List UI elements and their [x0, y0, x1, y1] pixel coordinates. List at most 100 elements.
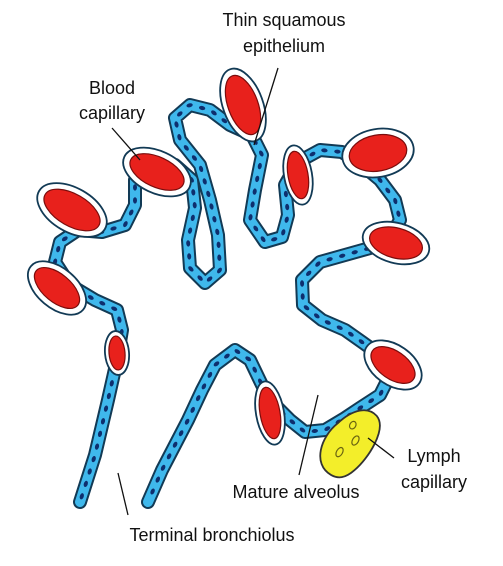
- nucleus-icon: [213, 361, 220, 367]
- nucleus-icon: [61, 236, 68, 242]
- label-lymph-capillary: capillary: [401, 472, 467, 492]
- nucleus-icon: [385, 187, 391, 194]
- nucleus-icon: [300, 293, 305, 300]
- nucleus-icon: [155, 476, 161, 483]
- nucleus-icon: [257, 162, 262, 170]
- blood-capillaries: [27, 67, 431, 446]
- nucleus-icon: [285, 203, 290, 211]
- nucleus-icon: [198, 105, 206, 111]
- nucleus-icon: [83, 480, 88, 488]
- label-thin-squamous-epithelium: epithelium: [243, 36, 325, 56]
- nucleus-icon: [250, 201, 255, 208]
- nucleus-icon: [224, 353, 230, 359]
- nucleus-icon: [198, 165, 204, 173]
- nucleus-icon: [311, 428, 318, 434]
- nucleus-icon: [348, 331, 354, 337]
- label-mature-alveolus: Mature alveolus: [232, 482, 359, 502]
- nucleus-icon: [188, 227, 193, 234]
- blood-capillary: [27, 260, 87, 316]
- nucleus-icon: [191, 155, 197, 161]
- nucleus-icon: [215, 228, 220, 236]
- nucleus-icon: [393, 197, 398, 205]
- nucleus-icon: [188, 266, 194, 272]
- red-blood-cell: [348, 133, 408, 173]
- nucleus-icon: [396, 210, 401, 217]
- red-blood-cell: [370, 346, 416, 384]
- nucleus-icon: [212, 216, 217, 223]
- nucleus-icon: [106, 392, 111, 400]
- nucleus-icon: [207, 371, 213, 378]
- label-terminal-bronchiolus: Terminal bronchiolus: [129, 525, 294, 545]
- nucleus-icon: [378, 389, 384, 396]
- blood-capillary: [36, 182, 108, 238]
- nucleus-icon: [326, 257, 333, 262]
- nucleus-icon: [253, 225, 259, 232]
- lymph-capillary-icon: [319, 409, 381, 479]
- nucleus-icon: [368, 398, 375, 404]
- nucleus-icon: [197, 275, 203, 281]
- nucleus-icon: [271, 237, 278, 242]
- nucleus-icon: [190, 214, 195, 222]
- blood-capillary: [361, 220, 431, 266]
- nucleus-icon: [202, 178, 207, 185]
- nucleus-icon: [191, 189, 196, 196]
- red-blood-cell: [286, 150, 310, 200]
- lymph-cell: [348, 420, 357, 430]
- blood-capillary: [103, 330, 131, 376]
- nucleus-icon: [217, 267, 222, 274]
- nucleus-icon: [252, 366, 257, 373]
- nucleus-icon: [377, 177, 383, 183]
- nucleus-icon: [313, 313, 320, 319]
- leader-line-lymph-capillary: [367, 437, 395, 459]
- nucleus-icon: [283, 190, 288, 198]
- nucleus-icon: [324, 426, 331, 431]
- leader-line-blood-capillary: [111, 127, 141, 161]
- nucleus-icon: [133, 197, 137, 204]
- nucleus-icon: [339, 253, 346, 258]
- nucleus-icon: [79, 493, 84, 500]
- nucleus-icon: [315, 261, 321, 267]
- nucleus-icon: [99, 301, 106, 306]
- red-blood-cell: [33, 266, 81, 310]
- label-lymph-capillary: Lymph: [407, 446, 460, 466]
- nucleus-icon: [306, 270, 312, 276]
- nucleus-icon: [192, 202, 197, 209]
- blood-capillary: [363, 339, 423, 391]
- label-blood-capillary: Blood: [89, 78, 135, 98]
- red-blood-cell: [43, 188, 101, 232]
- lymph-capillary: [319, 409, 381, 479]
- nucleus-icon: [97, 430, 103, 438]
- nucleus-icon: [178, 430, 184, 437]
- nucleus-icon: [234, 349, 241, 355]
- nucleus-icon: [358, 339, 365, 345]
- leader-line-thin-squamous: [253, 67, 279, 146]
- nucleus-icon: [177, 111, 183, 117]
- nucleus-icon: [111, 306, 118, 311]
- nucleus-icon: [56, 245, 61, 253]
- nucleus-icon: [357, 405, 364, 411]
- nucleus-icon: [133, 184, 137, 191]
- nucleus-icon: [174, 121, 179, 128]
- lymph-cell: [335, 446, 344, 458]
- nucleus-icon: [216, 241, 221, 248]
- nucleus-icon: [128, 209, 134, 216]
- nucleus-icon: [206, 190, 211, 198]
- nucleus-icon: [117, 316, 122, 323]
- red-blood-cell: [369, 226, 423, 260]
- nucleus-icon: [289, 419, 296, 425]
- nucleus-icon: [87, 295, 94, 300]
- nucleus-icon: [351, 250, 358, 255]
- nucleus-icon: [299, 427, 306, 433]
- nucleus-icon: [209, 203, 214, 210]
- nucleus-icon: [281, 229, 286, 236]
- red-blood-cell: [258, 386, 282, 440]
- leader-line-terminal-bronchiolus: [117, 472, 129, 516]
- nucleus-icon: [184, 418, 190, 425]
- nucleus-icon: [166, 453, 172, 460]
- blood-capillary: [282, 144, 314, 206]
- nucleus-icon: [186, 240, 191, 247]
- nucleus-icon: [100, 418, 106, 425]
- nucleus-icon: [201, 383, 207, 390]
- nucleus-icon: [259, 150, 264, 157]
